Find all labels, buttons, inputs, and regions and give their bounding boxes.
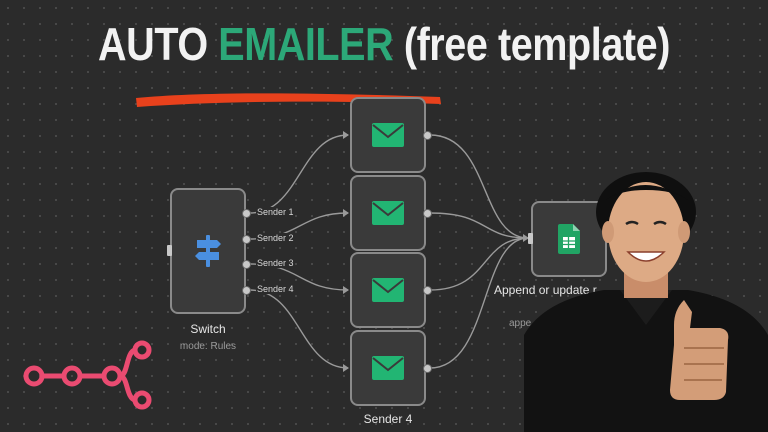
n8n-logo-icon [23, 340, 152, 410]
signpost-icon [195, 235, 221, 267]
thumbnail-title: AUTO EMAILER (free template) [54, 14, 714, 74]
output-label-sender-1: Sender 1 [256, 207, 295, 217]
switch-node-label: Switch [190, 322, 226, 336]
email-node-1-output-port[interactable] [423, 131, 432, 140]
email-node-4-label: Sender 4 [363, 412, 413, 426]
output-label-sender-4: Sender 4 [256, 284, 295, 294]
envelope-icon [372, 123, 404, 147]
presenter-thumbs-up-photo [524, 172, 768, 432]
email-node-2-output-port[interactable] [423, 209, 432, 218]
sheets-input-port[interactable] [528, 233, 533, 244]
envelope-icon [372, 201, 404, 225]
email-node-4[interactable] [350, 330, 426, 406]
switch-input-port[interactable] [167, 245, 172, 256]
title-part-template: (free template) [393, 18, 671, 70]
sheets-node-subtitle: appe [509, 318, 532, 329]
email-node-2[interactable] [350, 175, 426, 251]
switch-output-port-3[interactable] [242, 260, 251, 269]
sheets-node[interactable] [531, 201, 607, 277]
sheets-node-label: Append or update r [494, 283, 597, 297]
title-accent-emailer: EMAILER [218, 18, 394, 70]
switch-node-subtitle: mode: Rules [179, 341, 237, 352]
switch-output-port-1[interactable] [242, 209, 251, 218]
switch-node[interactable] [170, 188, 246, 314]
output-label-sender-3: Sender 3 [256, 258, 295, 268]
output-label-sender-2: Sender 2 [256, 233, 295, 243]
title-part-auto: AUTO [98, 18, 219, 70]
google-sheets-icon [558, 224, 580, 254]
email-node-4-output-port[interactable] [423, 364, 432, 373]
envelope-icon [372, 278, 404, 302]
email-node-3-output-port[interactable] [423, 286, 432, 295]
switch-output-port-2[interactable] [242, 235, 251, 244]
email-node-1[interactable] [350, 97, 426, 173]
email-node-3[interactable] [350, 252, 426, 328]
switch-output-port-4[interactable] [242, 286, 251, 295]
envelope-icon [372, 356, 404, 380]
